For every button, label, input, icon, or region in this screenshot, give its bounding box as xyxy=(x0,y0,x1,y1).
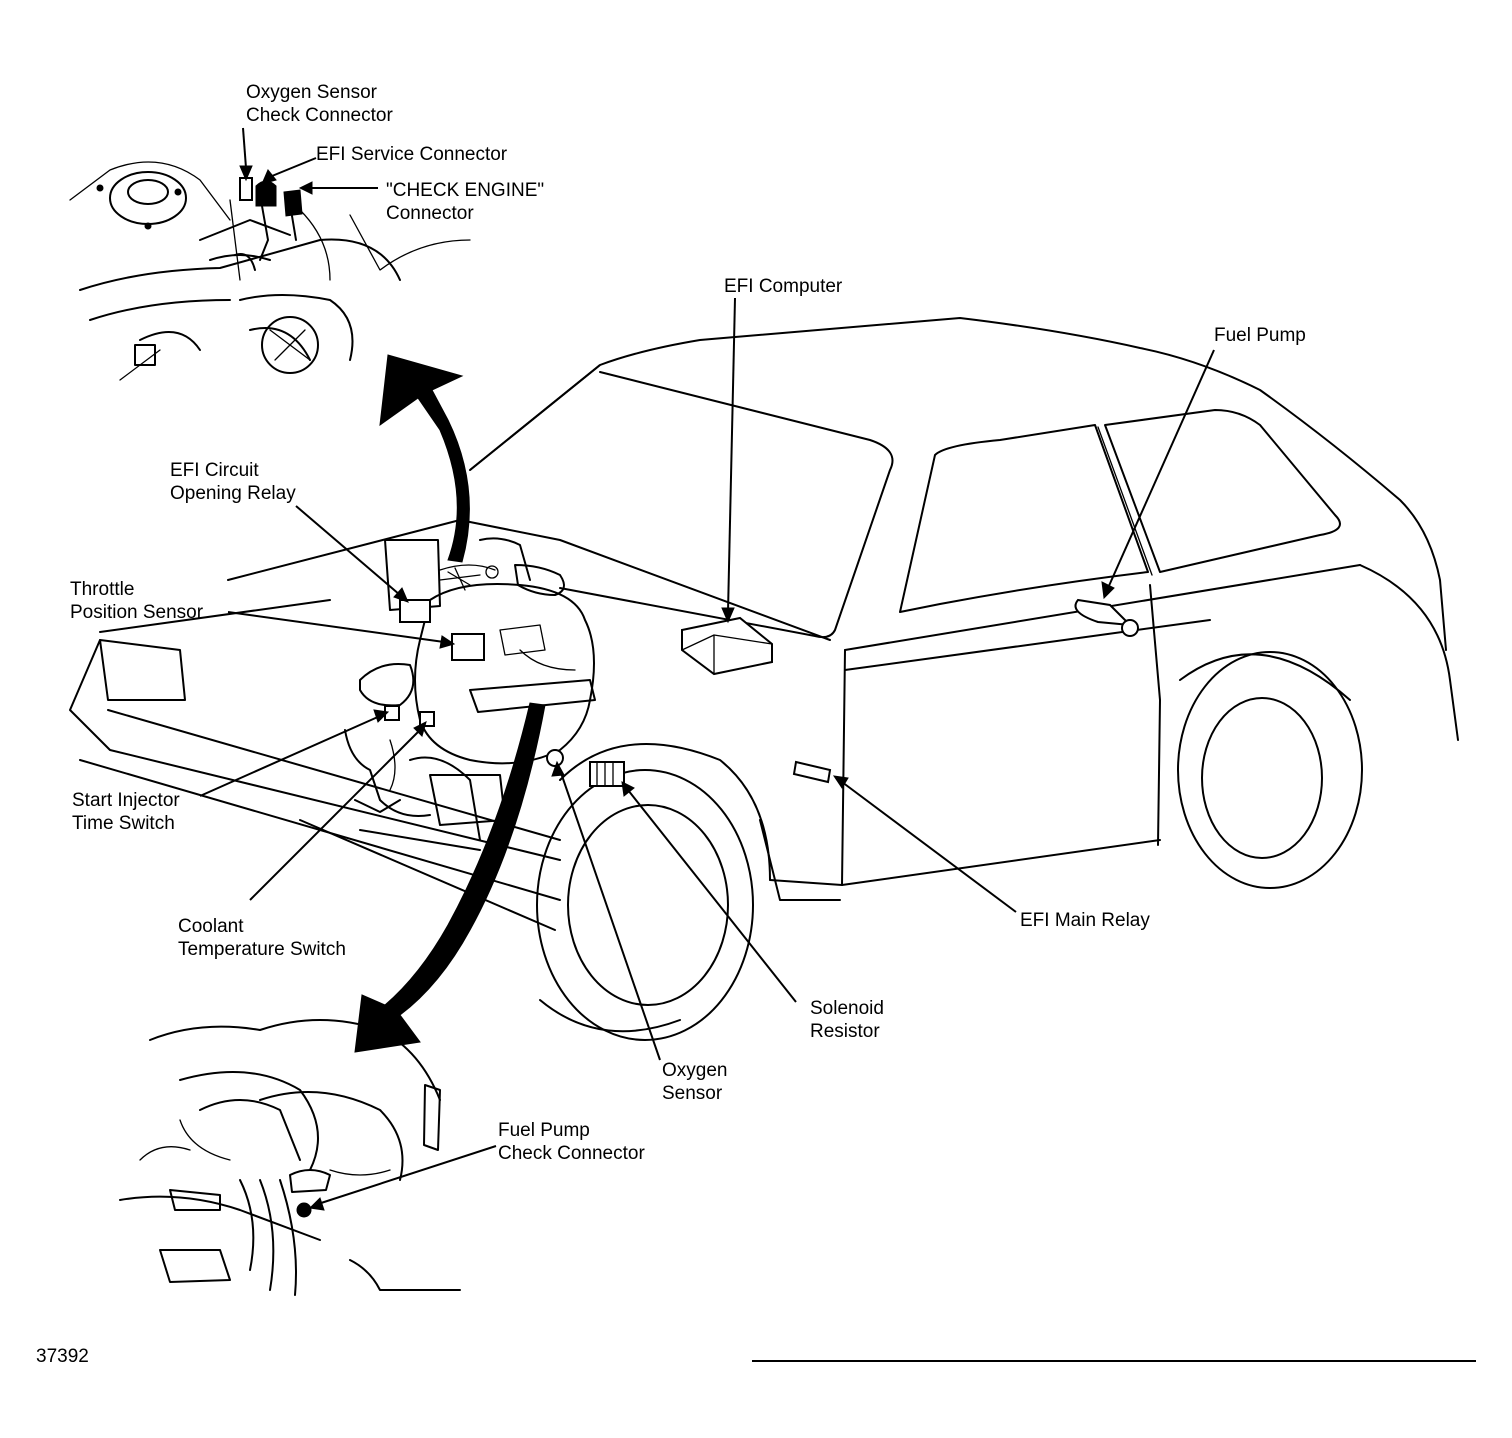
efi-main-relay-part xyxy=(792,760,832,784)
label-efi-circuit-opening-relay: EFI Circuit Opening Relay xyxy=(170,460,296,504)
label-start-injector-time-switch: Start Injector Time Switch xyxy=(72,790,185,834)
label-efi-service-connector: EFI Service Connector xyxy=(316,144,508,165)
inset-bottom-engine xyxy=(119,1019,461,1296)
oxygen-sensor-check-connector-part xyxy=(239,177,253,201)
label-efi-main-relay: EFI Main Relay xyxy=(1020,910,1150,931)
engine-bay xyxy=(344,537,596,851)
arrow-to-top-inset xyxy=(379,354,470,563)
label-oxygen-sensor: Oxygen Sensor xyxy=(662,1060,733,1104)
arrow-to-bottom-inset xyxy=(354,702,546,1053)
efi-circuit-opening-relay-part xyxy=(399,599,431,623)
label-check-engine-connector: "CHECK ENGINE" Connector xyxy=(386,180,549,224)
fuel-pump-check-connector-part xyxy=(296,1202,312,1218)
label-efi-computer: EFI Computer xyxy=(724,276,843,297)
solenoid-resistor-part xyxy=(589,761,625,787)
label-oxygen-sensor-check-connector: Oxygen Sensor Check Connector xyxy=(246,82,393,126)
car-parts xyxy=(546,598,1139,787)
car-body xyxy=(69,317,1459,1041)
inset-top-engine xyxy=(69,161,471,381)
leader-lines xyxy=(199,127,1215,1211)
efi-computer-part xyxy=(681,616,773,676)
figure-number: 37392 xyxy=(36,1346,89,1367)
label-coolant-temperature-switch: Coolant Temperature Switch xyxy=(178,916,346,960)
label-throttle-position-sensor: Throttle Position Sensor xyxy=(70,579,204,623)
coolant-temperature-switch-part xyxy=(419,711,435,727)
throttle-position-sensor-part xyxy=(451,633,485,661)
label-solenoid-resistor: Solenoid Resistor xyxy=(810,998,889,1042)
oxygen-sensor-part xyxy=(546,749,564,767)
label-fuel-pump-check-connector: Fuel Pump Check Connector xyxy=(498,1120,645,1164)
label-fuel-pump: Fuel Pump xyxy=(1214,325,1306,346)
check-engine-connector-part xyxy=(283,189,303,217)
labels: Oxygen Sensor Check Connector EFI Servic… xyxy=(36,82,1306,1367)
efi-service-connector-part xyxy=(255,180,277,207)
